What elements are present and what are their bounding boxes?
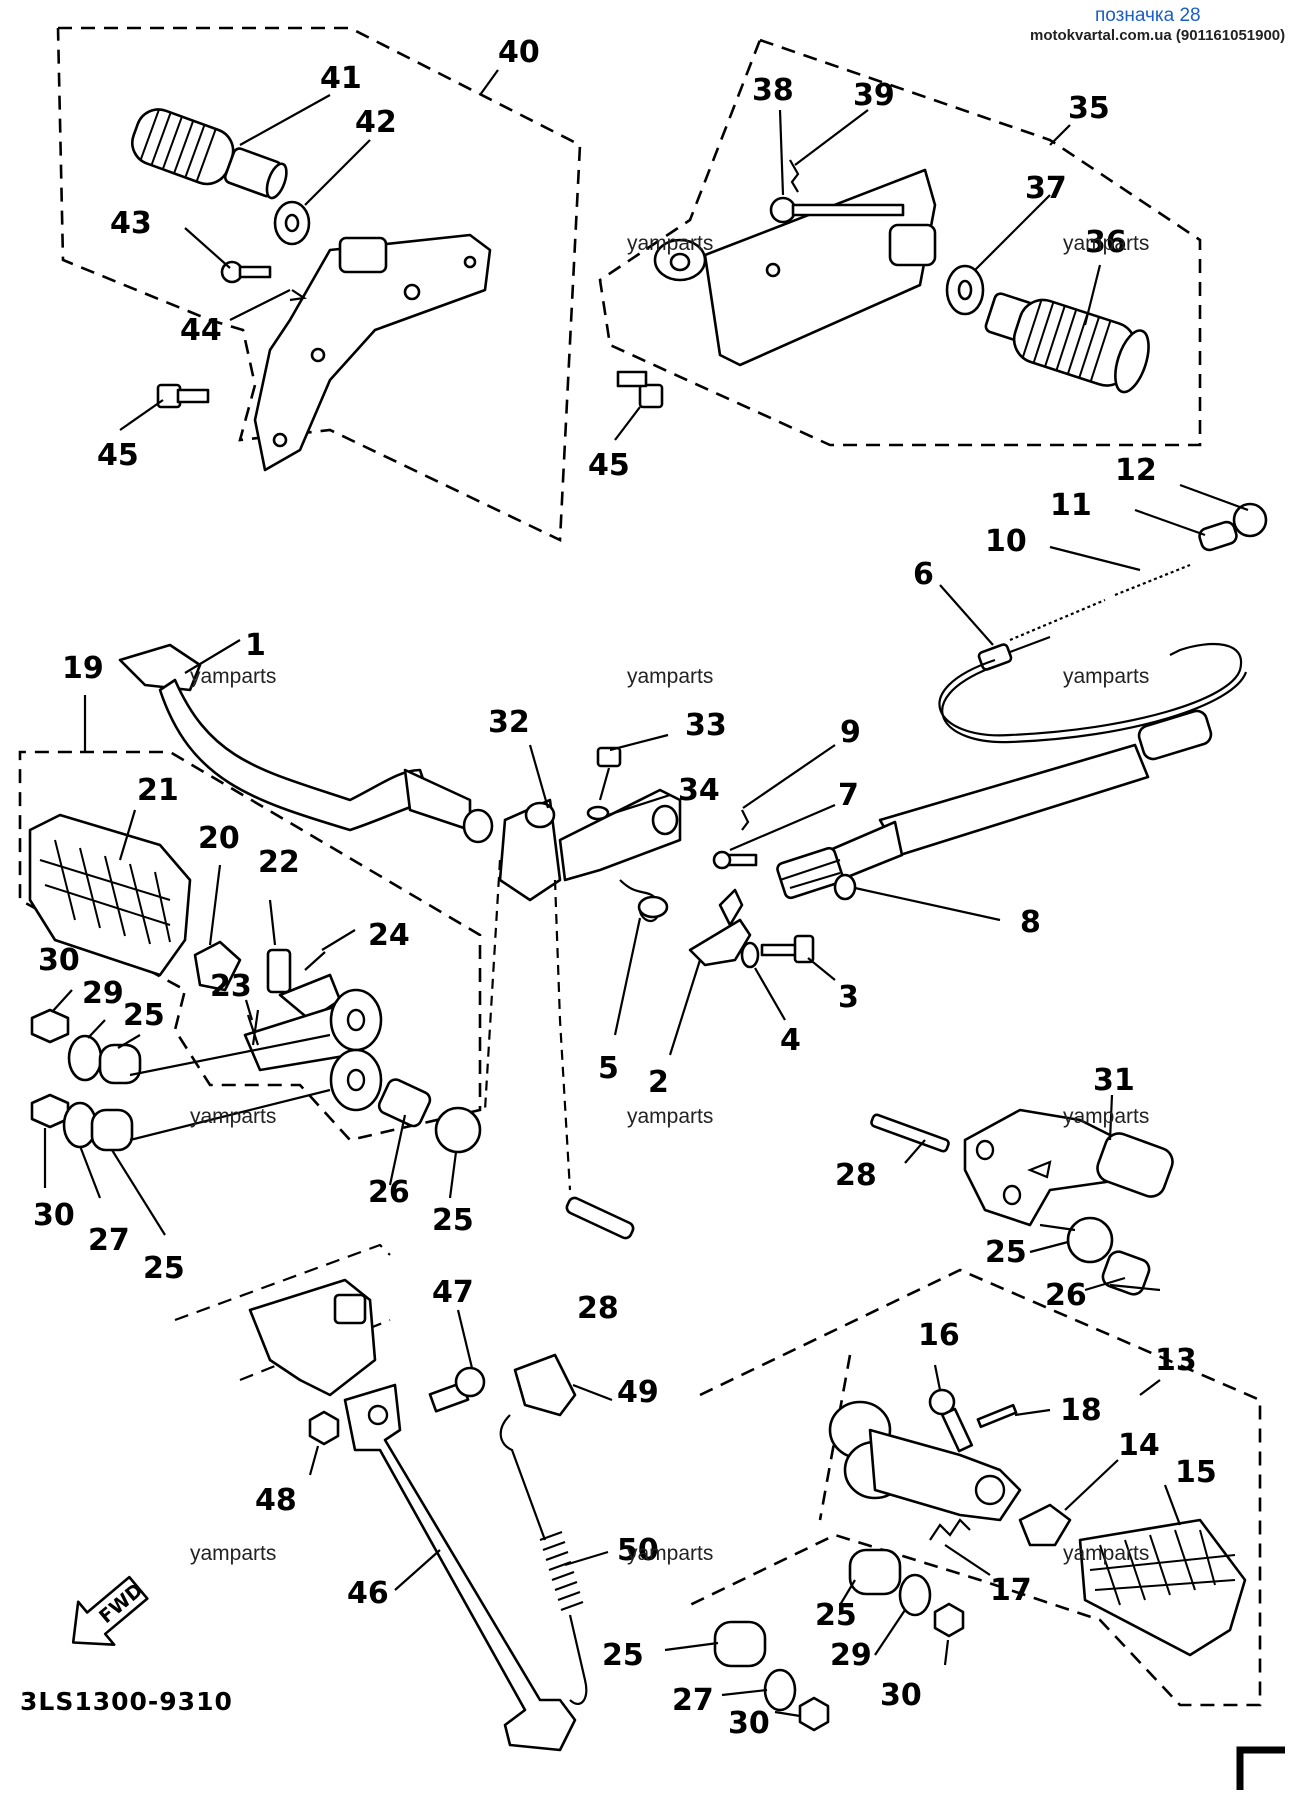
callout-30d: 30 xyxy=(728,1706,770,1741)
callout-38: 38 xyxy=(752,73,794,108)
callout-15: 15 xyxy=(1175,1455,1217,1490)
watermark: yamparts xyxy=(627,1542,713,1565)
callout-numbers: 1 2 3 4 5 6 7 8 9 10 11 12 13 14 15 16 1… xyxy=(33,35,1217,1741)
watermark: yamparts xyxy=(190,665,276,688)
callout-10: 10 xyxy=(985,524,1027,559)
callout-26b: 26 xyxy=(1045,1278,1087,1313)
callout-3: 3 xyxy=(838,980,859,1015)
callout-45b: 45 xyxy=(588,448,630,483)
assembly-31-right-front-bracket xyxy=(870,1108,1174,1296)
callout-12: 12 xyxy=(1115,453,1157,488)
fwd-arrow-icon: FWD xyxy=(71,1575,149,1646)
callout-26a: 26 xyxy=(368,1175,410,1210)
assembly-19-left-front-footrest xyxy=(18,750,482,1154)
watermark: yamparts xyxy=(190,1105,276,1128)
callout-24: 24 xyxy=(368,918,410,953)
watermark: yamparts xyxy=(627,665,713,688)
callout-29b: 29 xyxy=(830,1638,872,1673)
watermark: yamparts xyxy=(1063,232,1149,255)
center-shaft xyxy=(483,859,635,1240)
callout-27a: 27 xyxy=(88,1223,130,1258)
callout-32: 32 xyxy=(488,705,530,740)
brake-cable-assembly xyxy=(776,502,1268,900)
callout-1: 1 xyxy=(245,628,266,663)
corner-mark-icon xyxy=(1236,1746,1285,1790)
callout-29a: 29 xyxy=(82,976,124,1011)
callout-25e: 25 xyxy=(815,1598,857,1633)
callout-16: 16 xyxy=(918,1318,960,1353)
watermark: yamparts xyxy=(1063,1542,1149,1565)
callout-48: 48 xyxy=(255,1483,297,1518)
callout-23: 23 xyxy=(210,969,252,1004)
callout-8: 8 xyxy=(1020,905,1041,940)
callout-20: 20 xyxy=(198,821,240,856)
assembly-40-left-rear-footrest xyxy=(56,26,582,543)
callout-25a: 25 xyxy=(123,998,165,1033)
callout-30c: 30 xyxy=(880,1678,922,1713)
callout-11: 11 xyxy=(1050,488,1092,523)
callout-6: 6 xyxy=(913,557,934,592)
callout-9: 9 xyxy=(840,715,861,750)
callout-30b: 30 xyxy=(33,1198,75,1233)
callout-21: 21 xyxy=(137,773,179,808)
sidestand-assembly xyxy=(174,1243,588,1752)
callout-18: 18 xyxy=(1060,1393,1102,1428)
callout-50: 50 xyxy=(617,1533,659,1568)
watermark: yamparts xyxy=(627,1105,713,1128)
callout-19: 19 xyxy=(62,651,104,686)
header-site: motokvartal.com.ua (901161051900) xyxy=(1030,27,1285,44)
watermark: yamparts xyxy=(1063,665,1149,688)
callout-25d: 25 xyxy=(985,1235,1027,1270)
callout-25c: 25 xyxy=(432,1203,474,1238)
watermarks: yamparts yamparts yamparts yamparts yamp… xyxy=(190,232,1149,1565)
callout-35: 35 xyxy=(1068,91,1110,126)
callout-36: 36 xyxy=(1085,225,1127,260)
callout-33: 33 xyxy=(685,708,727,743)
callout-41: 41 xyxy=(320,61,362,96)
callout-2: 2 xyxy=(648,1065,669,1100)
watermark: yamparts xyxy=(1063,1105,1149,1128)
leader-lines xyxy=(43,69,1249,1718)
callout-14: 14 xyxy=(1118,1428,1160,1463)
callout-45a: 45 xyxy=(97,438,139,473)
diagram-code: 3LS1300-9310 xyxy=(20,1687,233,1716)
watermark: yamparts xyxy=(627,232,713,255)
brake-pedal-assembly xyxy=(118,643,857,969)
callout-25f: 25 xyxy=(602,1638,644,1673)
callout-25b: 25 xyxy=(143,1251,185,1286)
callout-44: 44 xyxy=(180,313,222,348)
callout-49: 49 xyxy=(617,1375,659,1410)
callout-34: 34 xyxy=(678,773,720,808)
callout-47: 47 xyxy=(432,1275,474,1310)
callout-42: 42 xyxy=(355,105,397,140)
callout-22: 22 xyxy=(258,845,300,880)
callout-43: 43 xyxy=(110,206,152,241)
header-title: позначка 28 xyxy=(1095,5,1201,26)
callout-5: 5 xyxy=(598,1051,619,1086)
callout-28a: 28 xyxy=(835,1158,877,1193)
callout-31: 31 xyxy=(1093,1063,1135,1098)
callout-17: 17 xyxy=(990,1573,1032,1608)
callout-39: 39 xyxy=(853,78,895,113)
callout-40: 40 xyxy=(498,35,540,70)
callout-13: 13 xyxy=(1155,1343,1197,1378)
callout-28b: 28 xyxy=(577,1291,619,1326)
callout-7: 7 xyxy=(838,778,859,813)
callout-37: 37 xyxy=(1025,171,1067,206)
assembly-35-right-rear-footrest xyxy=(598,38,1202,447)
watermark: yamparts xyxy=(190,1542,276,1565)
callout-4: 4 xyxy=(780,1023,801,1058)
callout-30a: 30 xyxy=(38,943,80,978)
assembly-13-right-front-footrest xyxy=(689,1268,1262,1732)
callout-27b: 27 xyxy=(672,1683,714,1718)
callout-46: 46 xyxy=(347,1576,389,1611)
